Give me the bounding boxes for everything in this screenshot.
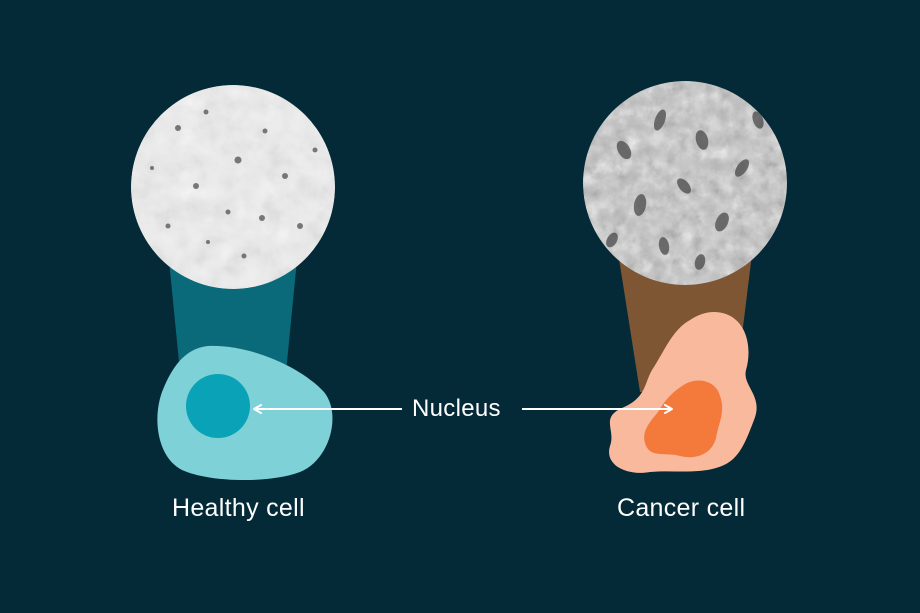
healthy-micrograph (131, 85, 335, 289)
cancer-cell-nucleus (644, 380, 723, 458)
nucleus-label: Nucleus (412, 395, 501, 422)
healthy-cell-nucleus (186, 374, 250, 438)
healthy-cell-label: Healthy cell (172, 494, 305, 522)
cancer-micrograph (583, 81, 787, 285)
cancer-cell-label: Cancer cell (617, 494, 746, 522)
